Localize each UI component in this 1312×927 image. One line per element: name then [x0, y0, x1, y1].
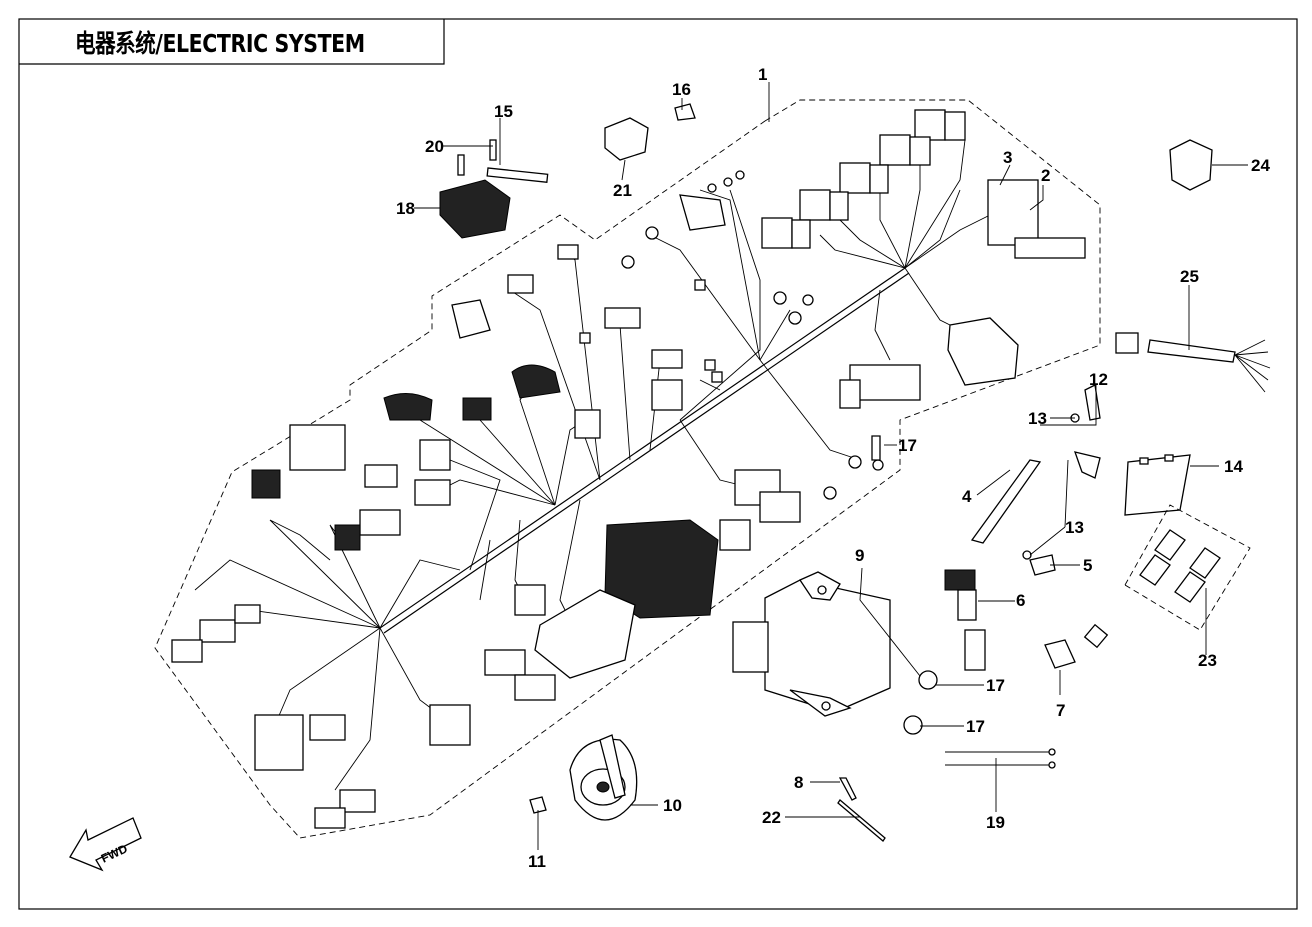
- callout-23: 23: [1198, 651, 1217, 670]
- callout-labels: 1 2 3 4 5 6 7 8 9 10 11 12 13 13 14 15 1…: [396, 65, 1270, 871]
- callout-25: 25: [1180, 267, 1199, 286]
- callout-17c: 17: [966, 717, 985, 736]
- callout-11: 11: [528, 852, 546, 871]
- callout-2: 2: [1041, 166, 1050, 185]
- callout-8: 8: [794, 773, 803, 792]
- bolt-11: [529, 796, 547, 814]
- tie-22: [837, 799, 886, 842]
- callout-14: 14: [1224, 457, 1243, 476]
- diagram-border: [18, 18, 1298, 910]
- callout-13a: 13: [1028, 409, 1047, 428]
- callout-18: 18: [396, 199, 415, 218]
- bolt-17b: [918, 670, 938, 690]
- bolt-17c: [903, 715, 923, 735]
- bolt-8: [838, 777, 857, 801]
- bolt-17a: [871, 435, 881, 461]
- callout-24: 24: [1251, 156, 1270, 175]
- callout-13b: 13: [1065, 518, 1084, 537]
- sensor-7: [1044, 623, 1109, 669]
- callout-20: 20: [425, 137, 444, 156]
- wire-25: [1115, 332, 1271, 393]
- page-title: 电器系统/ELECTRIC SYSTEM: [19, 19, 444, 64]
- leader-lines: [414, 82, 1248, 850]
- cable-19: [945, 748, 1056, 769]
- callout-15: 15: [494, 102, 513, 121]
- callout-16: 16: [672, 80, 691, 99]
- callout-4: 4: [962, 487, 972, 506]
- fuse-12: [1084, 384, 1101, 421]
- callout-22: 22: [762, 808, 781, 827]
- bracket-5b: [1029, 554, 1056, 576]
- callout-7: 7: [1056, 701, 1065, 720]
- page-title-text: 电器系统/ELECTRIC SYSTEM: [75, 28, 365, 58]
- clip-16: [674, 103, 696, 121]
- battery-14: [1124, 454, 1191, 516]
- relay-24: [1169, 139, 1213, 191]
- strap-4: [970, 459, 1042, 544]
- callout-12: 12: [1089, 370, 1108, 389]
- callout-21: 21: [613, 181, 632, 200]
- title-frame: [19, 19, 445, 65]
- relay-21: [604, 117, 649, 161]
- bracket-5: [1073, 451, 1101, 479]
- harness-boundary: [154, 99, 1101, 839]
- harness-connectors: [171, 109, 1086, 829]
- callout-19: 19: [986, 813, 1005, 832]
- callout-5: 5: [1083, 556, 1092, 575]
- callout-1: 1: [758, 65, 767, 84]
- fwd-arrow-icon: FWD: [69, 817, 142, 872]
- callout-9: 9: [855, 546, 864, 565]
- callout-6: 6: [1016, 591, 1025, 610]
- callout-17a: 17: [898, 436, 917, 455]
- ecu-module: [732, 571, 891, 717]
- callout-3: 3: [1003, 148, 1012, 167]
- pads-23: [1124, 504, 1251, 631]
- switch-6: [944, 569, 986, 671]
- screw-13b: [1022, 550, 1032, 560]
- regulator-assembly: [439, 139, 549, 239]
- callout-10: 10: [663, 796, 682, 815]
- callout-17b: 17: [986, 676, 1005, 695]
- horn-10: [569, 734, 638, 821]
